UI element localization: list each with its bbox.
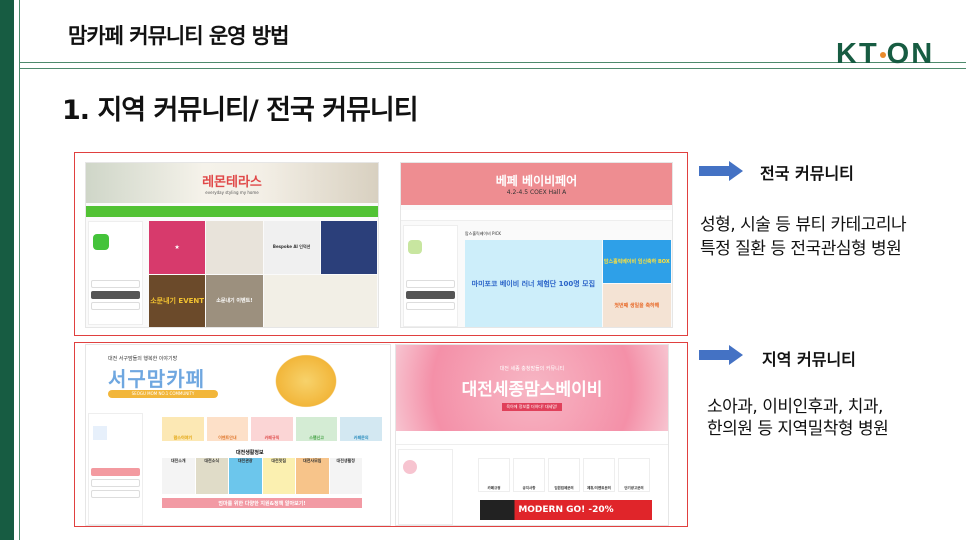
regional-community-description: 소아과, 이비인후과, 치과, 한의원 등 지역밀착형 병원	[707, 396, 889, 440]
cafe-sidebar	[88, 221, 143, 325]
banner-tile[interactable]: Bespoke AI 인덕션	[263, 221, 320, 274]
menu-item[interactable]: 스팸신고	[295, 417, 338, 441]
section-title: 맘스홀릭베이비 PICK	[465, 231, 502, 236]
bepe-baby-fair-screenshot: 베페 베이비페어 4.2-4.5 COEX Hall A 맘스홀릭베이비 PIC…	[400, 162, 673, 328]
description-line: 한의원 등 지역밀착형 병원	[707, 419, 889, 439]
arrow-right-icon	[699, 345, 743, 365]
ad-banner[interactable]: MODERN GO! -20%	[480, 500, 652, 520]
cafe-tagline: 대전 세종 충청맘들의 커뮤니티	[499, 366, 565, 372]
cafe-sidebar	[403, 225, 458, 327]
section-title: 대전생활정보	[236, 450, 264, 456]
cafe-slogan: 육아에 정보를 더하다! 대세맘!	[502, 403, 562, 411]
banner-tile[interactable]: 맘스홀릭베이비 임신축하 BOX	[602, 240, 671, 283]
menu-item[interactable]: 공지사항	[513, 458, 545, 492]
info-tile[interactable]: 대전관광	[229, 458, 262, 494]
regional-screens-frame: 대전 서구맘들의 행복한 이야기방 서구맘카페 SEOGU MOM NO.1 C…	[74, 342, 688, 527]
national-community-description: 성형, 시술 등 뷰티 카테고리나 특정 질환 등 전국관심형 병원	[700, 213, 907, 261]
menu-item[interactable]: 이벤트안내	[206, 417, 249, 441]
description-line: 특정 질환 등 전국관심형 병원	[700, 239, 902, 259]
banner-tile[interactable]: 소문내기 이벤트!	[206, 274, 263, 327]
logo-text: KT	[836, 38, 879, 70]
section-heading: 1. 지역 커뮤니티/ 전국 커뮤니티	[62, 95, 419, 126]
promo-banner[interactable]: 엄마를 위한 다양한 지원&정책 알아보기!	[162, 498, 362, 508]
menu-item[interactable]: 임원업체문의	[548, 458, 580, 492]
description-line: 성형, 시술 등 뷰티 카테고리나	[700, 215, 907, 235]
cafe-name: 대전세종맘스베이비	[461, 380, 603, 400]
info-tile[interactable]: 대전소식	[195, 458, 228, 494]
daejeon-sejong-moms-baby-screenshot: 대전 세종 충청맘들의 커뮤니티 대전세종맘스베이비 육아에 정보를 더하다! …	[395, 344, 669, 526]
national-screens-frame: 레몬테라스 everyday styling my home ★ Bespoke…	[74, 152, 688, 336]
menu-item[interactable]: 카페문의	[340, 417, 382, 441]
slide-side-bar	[0, 0, 14, 540]
cafe-icon-menu: 카페규정 공지사항 임원업체문의 제휴/이벤트문의 단기광고문의	[478, 458, 650, 492]
cafe-badge: SEOGU MOM NO.1 COMMUNITY	[108, 390, 218, 398]
logo-text: ON	[886, 38, 935, 70]
menu-item[interactable]: 카페규칙	[251, 417, 293, 441]
cafe-menu-bar	[86, 206, 378, 217]
seogu-mom-cafe-screenshot: 대전 서구맘들의 행복한 이야기방 서구맘카페 SEOGU MOM NO.1 C…	[85, 344, 391, 526]
cafe-sidebar	[398, 449, 453, 525]
info-tile[interactable]: 대전소개	[162, 458, 195, 494]
description-line: 소아과, 이비인후과, 치과,	[707, 397, 883, 417]
menu-item[interactable]: 제휴/이벤트문의	[583, 458, 615, 492]
regional-community-label: 지역 커뮤니티	[762, 350, 856, 369]
lemon-terrace-screenshot: 레몬테라스 everyday styling my home ★ Bespoke…	[85, 162, 379, 328]
menu-item[interactable]: 맘스이야기	[162, 417, 204, 441]
divider	[19, 68, 966, 69]
cafe-tagline: everyday styling my home	[205, 190, 259, 195]
cafe-menu-bar	[401, 210, 672, 221]
banner-tile[interactable]: 마미포코 베이비 러너 체험단 100명 모집	[465, 240, 602, 327]
cafe-sidebar	[88, 413, 143, 525]
event-dates: 4.2-4.5 COEX Hall A	[506, 189, 567, 196]
banner-tile[interactable]: 첫번째 생일을 축하해	[602, 284, 671, 327]
slide-title: 맘카페 커뮤니티 운영 방법	[68, 24, 289, 48]
menu-item[interactable]: 단기광고문의	[618, 458, 650, 492]
info-tile[interactable]: 대전사모임	[296, 458, 329, 494]
cafe-name: 베페 베이비페어	[495, 174, 578, 188]
cafe-name: 레몬테라스	[202, 175, 262, 190]
info-tile[interactable]: 대전맛집	[262, 458, 295, 494]
info-tile[interactable]: 대전생활정	[329, 458, 362, 494]
divider	[19, 0, 20, 540]
cafe-tagline: 대전 서구맘들의 행복한 이야기방	[108, 356, 178, 362]
cafe-name: 서구맘카페	[108, 367, 205, 391]
cafe-menu-bar	[396, 434, 668, 445]
cafe-main-menu: 맘스이야기 이벤트안내 카페규칙 스팸신고 카페문의	[162, 417, 382, 441]
national-community-label: 전국 커뮤니티	[760, 164, 854, 183]
wonder-mom-illustration	[271, 351, 341, 411]
menu-item[interactable]: 카페규정	[478, 458, 510, 492]
divider	[19, 62, 966, 63]
banner-tile[interactable]: 소문내기 EVENT	[149, 274, 206, 327]
arrow-right-icon	[699, 161, 743, 181]
